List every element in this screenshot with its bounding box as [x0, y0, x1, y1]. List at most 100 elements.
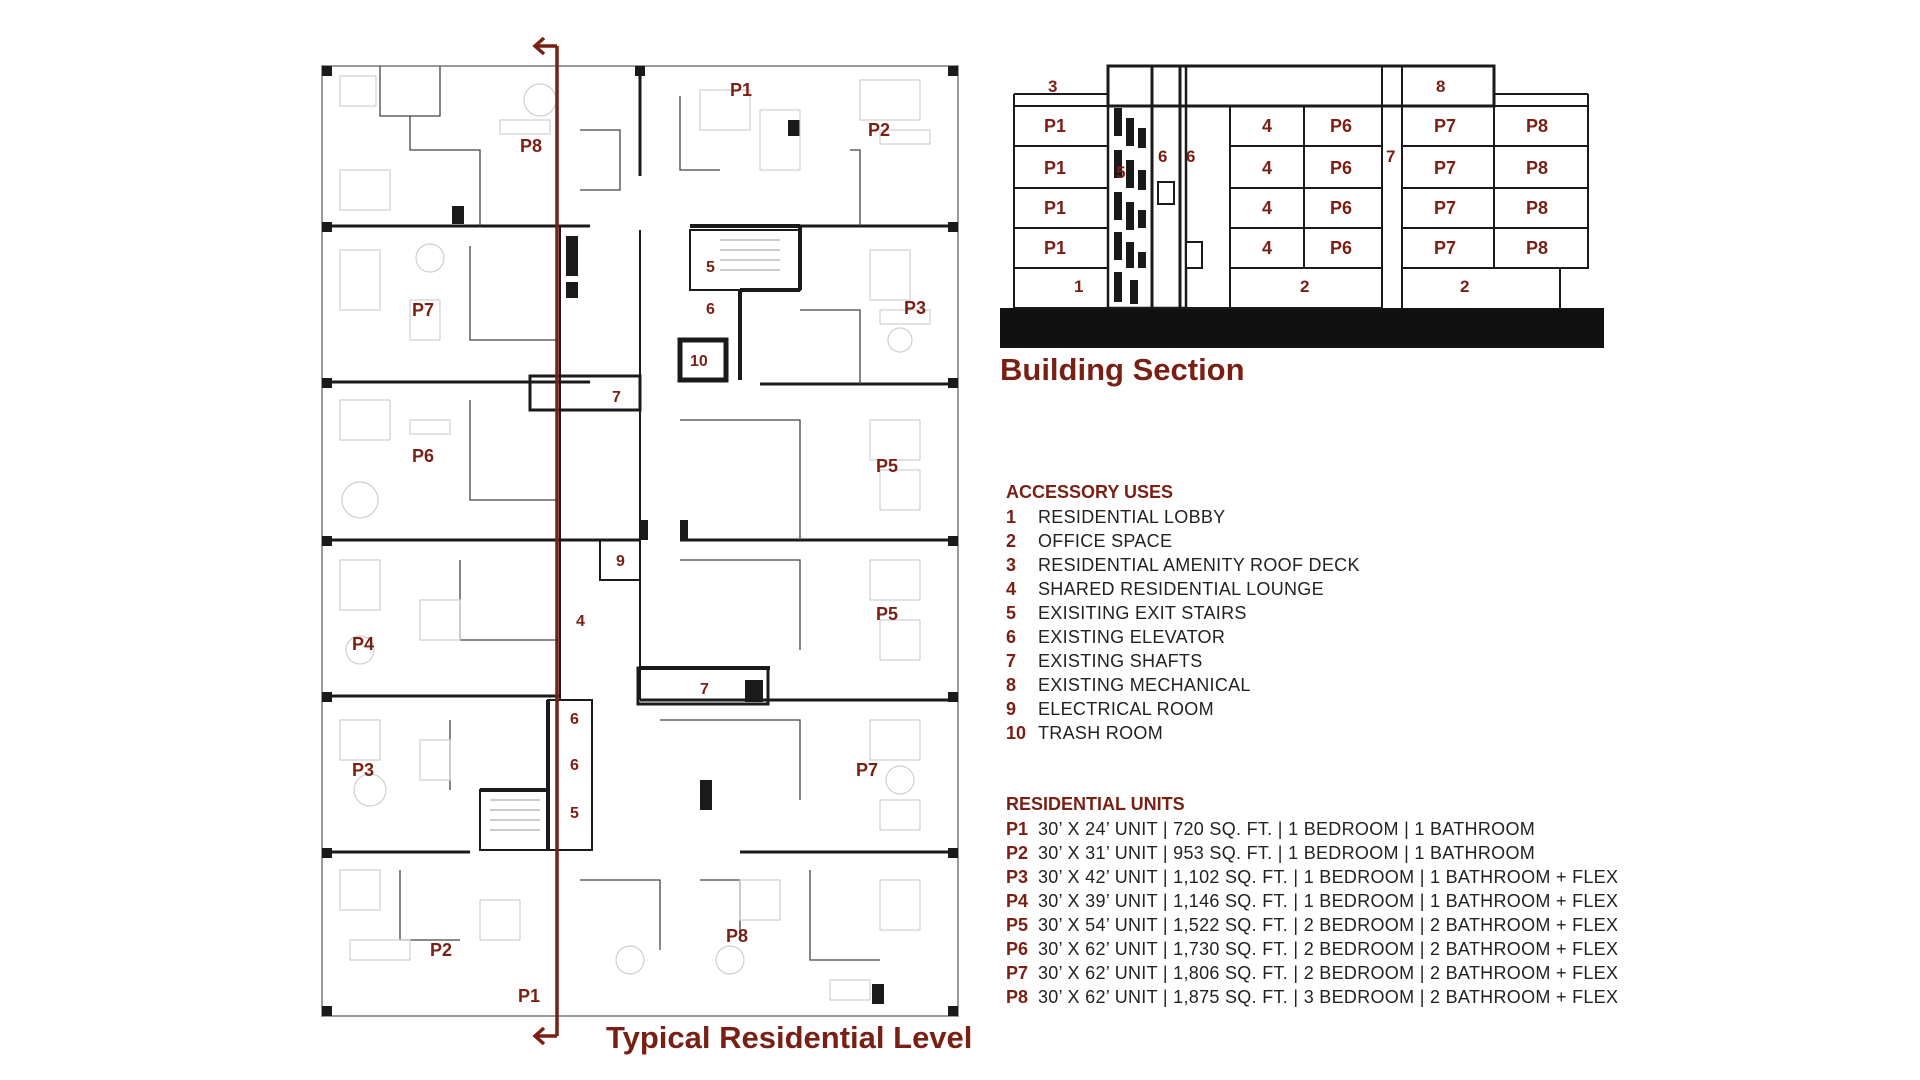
legend-text: 30’ X 54’ UNIT | 1,522 SQ. FT. | 2 BEDRO… [1038, 915, 1618, 935]
plan-title: Typical Residential Level [606, 1020, 972, 1055]
section-label: P1 [1044, 158, 1066, 178]
legend-text: 30’ X 24’ UNIT | 720 SQ. FT. | 1 BEDROOM… [1038, 819, 1535, 839]
floor-plan: P1 P2 P8 P7 P3 P6 P5 P4 P5 P3 P7 P2 P1 P… [321, 36, 972, 1055]
legend-text: SHARED RESIDENTIAL LOUNGE [1038, 579, 1324, 599]
furniture-layer [339, 75, 931, 1001]
section-label: P8 [1526, 198, 1548, 218]
plan-label: P3 [352, 760, 374, 780]
section-label: P1 [1044, 116, 1066, 136]
legend-num: P7 [1006, 963, 1028, 983]
section-label: 8 [1436, 77, 1445, 96]
legend-num: P5 [1006, 915, 1028, 935]
plan-label: P5 [876, 604, 898, 624]
plan-label: 5 [570, 805, 579, 822]
section-label: 2 [1300, 277, 1309, 296]
section-label: P6 [1330, 198, 1352, 218]
legend-num: P8 [1006, 987, 1028, 1007]
legend-text: 30’ X 42’ UNIT | 1,102 SQ. FT. | 1 BEDRO… [1038, 867, 1618, 887]
section-label: 2 [1460, 277, 1469, 296]
legend-num: P4 [1006, 891, 1028, 911]
plan-label: 4 [576, 613, 585, 630]
section-label: P7 [1434, 116, 1456, 136]
legend-num: 1 [1006, 507, 1016, 527]
plan-label: 6 [706, 301, 715, 318]
section-label: P8 [1526, 116, 1548, 136]
legend-text: 30’ X 31’ UNIT | 953 SQ. FT. | 1 BEDROOM… [1038, 843, 1535, 863]
legend-text: 30’ X 62’ UNIT | 1,875 SQ. FT. | 3 BEDRO… [1038, 987, 1618, 1007]
section-label: P7 [1434, 198, 1456, 218]
plan-label: 7 [700, 681, 709, 698]
section-label: 4 [1262, 198, 1272, 218]
section-label: 6 [1186, 147, 1195, 166]
legend: ACCESSORY USES 1 RESIDENTIAL LOBBY 2 OFF… [1006, 482, 1618, 1007]
legend-num: 7 [1006, 651, 1016, 671]
legend-text: 30’ X 39’ UNIT | 1,146 SQ. FT. | 1 BEDRO… [1038, 891, 1618, 911]
legend-num: 3 [1006, 555, 1016, 575]
legend-text: EXISITING EXIT STAIRS [1038, 603, 1247, 623]
legend-num: P3 [1006, 867, 1028, 887]
section-frame [1013, 64, 1589, 310]
legend-text: EXISTING MECHANICAL [1038, 675, 1251, 695]
plan-label: 6 [570, 711, 579, 728]
plan-label: 10 [690, 353, 708, 370]
section-label: P6 [1330, 238, 1352, 258]
legend-num: 2 [1006, 531, 1016, 551]
legend-text: 30’ X 62’ UNIT | 1,730 SQ. FT. | 2 BEDRO… [1038, 939, 1618, 959]
plan-label: P2 [430, 940, 452, 960]
section-label: 4 [1262, 238, 1272, 258]
plan-accessory-labels: 5 6 10 7 9 4 7 6 6 5 [570, 259, 715, 822]
plan-label: P6 [412, 446, 434, 466]
section-labels: 3 8 P1 P1 P1 P1 4 4 4 4 P6 P6 P6 P6 P7 P… [1044, 77, 1548, 296]
section-label: 4 [1262, 158, 1272, 178]
legend-num: 5 [1006, 603, 1016, 623]
plan-label: P7 [856, 760, 878, 780]
section-label: P8 [1526, 158, 1548, 178]
legend-num: P6 [1006, 939, 1028, 959]
legend-num: 4 [1006, 579, 1016, 599]
section-label: P8 [1526, 238, 1548, 258]
legend-text: TRASH ROOM [1038, 723, 1163, 743]
plan-label: P8 [520, 136, 542, 156]
section-label: P1 [1044, 198, 1066, 218]
section-label: P7 [1434, 238, 1456, 258]
plan-label: P8 [726, 926, 748, 946]
core-rooms [452, 120, 884, 1004]
plan-label: P1 [730, 80, 752, 100]
section-label: 5 [1116, 163, 1125, 182]
ground-slab [1000, 308, 1604, 348]
section-label: 7 [1386, 147, 1395, 166]
plan-label: 6 [570, 757, 579, 774]
plan-label: P4 [352, 634, 374, 654]
section-stair [1114, 108, 1146, 304]
section-label: P7 [1434, 158, 1456, 178]
legend-text: RESIDENTIAL LOBBY [1038, 507, 1226, 527]
section-label: P6 [1330, 116, 1352, 136]
plan-label: 9 [616, 553, 625, 570]
plan-label: P7 [412, 300, 434, 320]
accessory-list: 1 RESIDENTIAL LOBBY 2 OFFICE SPACE 3 RES… [1006, 507, 1360, 743]
legend-num: P2 [1006, 843, 1028, 863]
section-label: 3 [1048, 77, 1057, 96]
section-label: 6 [1158, 147, 1167, 166]
units-heading: RESIDENTIAL UNITS [1006, 794, 1185, 814]
section-label: 4 [1262, 116, 1272, 136]
legend-num: 6 [1006, 627, 1016, 647]
plan-label: 7 [612, 389, 621, 406]
legend-num: 10 [1006, 723, 1026, 743]
plan-label: P2 [868, 120, 890, 140]
legend-text: 30’ X 62’ UNIT | 1,806 SQ. FT. | 2 BEDRO… [1038, 963, 1618, 983]
legend-text: EXISTING ELEVATOR [1038, 627, 1225, 647]
legend-num: 8 [1006, 675, 1016, 695]
plan-label: P5 [876, 456, 898, 476]
legend-text: OFFICE SPACE [1038, 531, 1172, 551]
plan-unit-labels: P1 P2 P8 P7 P3 P6 P5 P4 P5 P3 P7 P2 P1 P… [352, 80, 926, 1006]
building-section: 3 8 P1 P1 P1 P1 4 4 4 4 P6 P6 P6 P6 P7 P… [1000, 64, 1604, 387]
units-list: P1 30’ X 24’ UNIT | 720 SQ. FT. | 1 BEDR… [1006, 819, 1618, 1007]
accessory-heading: ACCESSORY USES [1006, 482, 1173, 502]
plan-label: P3 [904, 298, 926, 318]
plan-label: P1 [518, 986, 540, 1006]
plan-label: 5 [706, 259, 715, 276]
section-label: P6 [1330, 158, 1352, 178]
legend-text: RESIDENTIAL AMENITY ROOF DECK [1038, 555, 1360, 575]
